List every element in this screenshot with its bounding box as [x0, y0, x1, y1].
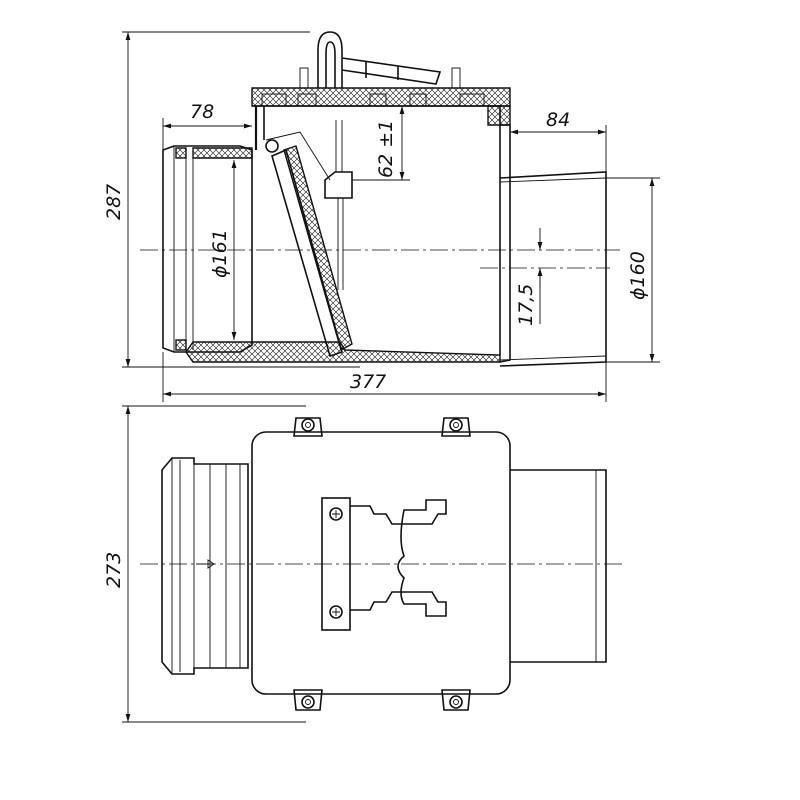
bolt-bottom-right	[441, 689, 471, 711]
dim-273: 273	[103, 552, 125, 588]
bolt-top-left	[293, 417, 323, 437]
cover-plate	[251, 87, 511, 107]
plan-outlet-pipe	[510, 469, 607, 663]
bolt-top-right	[441, 417, 471, 437]
dim-phi160: ϕ160	[627, 251, 649, 300]
outlet-pipe	[499, 171, 607, 367]
locking-handle	[317, 31, 343, 88]
dim-78: 78	[190, 101, 214, 123]
dim-17-5: 17,5	[515, 284, 537, 326]
dim-287: 287	[103, 184, 125, 220]
plan-body	[251, 431, 511, 695]
section-view: 287 78 84 ϕ161 ϕ160 62 ±1 17,5 377	[103, 31, 660, 402]
flap-disc	[283, 145, 353, 352]
bolt-bottom-left	[293, 689, 323, 711]
dim-phi161: ϕ161	[209, 229, 231, 278]
plan-inlet-socket	[161, 457, 249, 675]
plan-view: 273	[103, 405, 622, 723]
inlet-socket	[162, 145, 253, 353]
lever	[324, 171, 353, 199]
plan-handle	[350, 499, 447, 617]
dim-62: 62 ±1	[375, 120, 397, 178]
dim-84: 84	[546, 109, 570, 131]
dim-377: 377	[350, 371, 386, 393]
